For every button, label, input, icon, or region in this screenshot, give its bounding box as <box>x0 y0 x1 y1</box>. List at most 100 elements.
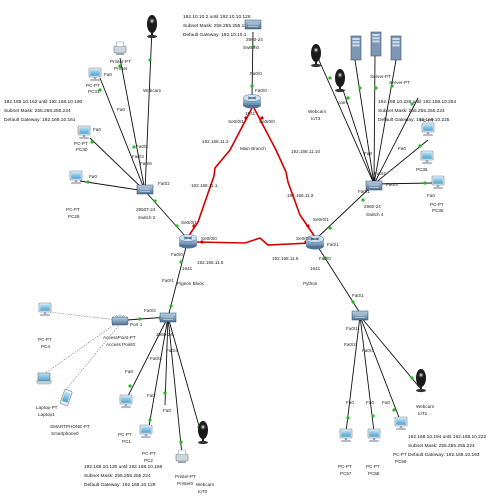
wan-ip-label: 192.168.11.6 <box>272 256 299 261</box>
device-label: PC57 <box>340 471 352 476</box>
server-c[interactable] <box>390 35 402 61</box>
port-label: Fa0 <box>104 72 112 77</box>
port-label: Fa0/6 <box>140 161 152 166</box>
pc58[interactable] <box>367 428 381 443</box>
wan-ip-label: 192.168.11.1 <box>191 183 218 188</box>
port-label: Fa0 <box>147 393 155 398</box>
device-model: Webcam <box>196 482 214 487</box>
webcam-iot1[interactable] <box>416 369 426 393</box>
pc29[interactable] <box>69 170 83 185</box>
device-label: Smartphone0 <box>51 431 79 436</box>
printer0[interactable] <box>175 449 189 464</box>
device-label: PC59 <box>395 459 407 464</box>
wan-ip-label: 192.168.11.9 <box>287 193 314 198</box>
pc30[interactable] <box>77 125 91 140</box>
pc4[interactable] <box>38 302 52 317</box>
pc2[interactable] <box>139 424 153 439</box>
pc31[interactable] <box>88 67 102 82</box>
port-label: Fa0/2 <box>144 308 156 313</box>
router-python[interactable] <box>305 235 325 250</box>
svg-text:Subnet Mask: 255.255.255.224: Subnet Mask: 255.255.255.224 <box>84 473 151 479</box>
svg-text:Subnet Mask: 255.255.255.128: Subnet Mask: 255.255.255.128 <box>183 23 250 29</box>
webcam-iot0[interactable] <box>198 421 208 445</box>
device-model: PC-PT <box>393 452 407 457</box>
smartphone[interactable] <box>59 389 73 406</box>
port-label: Fa0/0 <box>319 256 331 261</box>
switch-bottom-model: 2950-24 <box>156 332 173 337</box>
port-label: Fa0 <box>117 107 125 112</box>
device-label: Server-PT <box>389 80 410 85</box>
port-label: Fa0/0 <box>171 252 183 257</box>
switch2-model: 2950T-24 <box>136 207 156 212</box>
device-model: PC-PT <box>118 432 132 437</box>
device-model: PC-PT <box>430 202 444 207</box>
server-a[interactable] <box>350 35 362 61</box>
device-model: AccessPoint-PT <box>103 335 136 340</box>
device-model: PC-PT <box>366 464 380 469</box>
pc35[interactable] <box>431 175 445 190</box>
wan-ip-label: 192.168.11.2 <box>202 139 229 144</box>
switch-bottom-left[interactable] <box>159 312 177 323</box>
switch0-model: 2960-24 <box>246 37 263 42</box>
device-model: Laptop-PT <box>36 405 58 410</box>
port-label: Fa0/0 <box>250 71 262 76</box>
svg-text:192.168.10.162 until 192.168.1: 192.168.10.162 until 192.168.10.190 <box>4 99 82 105</box>
port-label: Fa0/1 <box>162 278 174 283</box>
port-label: Fa0 <box>125 369 133 374</box>
port-label: Se0/0/0 <box>296 236 312 241</box>
device-label: PC30 <box>76 147 88 152</box>
device-label: Printer <box>114 66 128 71</box>
port-label: Se0/0/1 <box>313 217 329 222</box>
port-label: Fa0/4 <box>362 348 374 353</box>
info-box-main-branch: 192.10.10.2 until 192.10.10.126 Subnet M… <box>183 14 251 38</box>
svg-text:192.10.10.2 until 192.10.10.12: 192.10.10.2 until 192.10.10.126 <box>183 14 251 20</box>
port-label: Fa0/1 <box>358 189 370 194</box>
router-main-branch[interactable] <box>242 94 262 109</box>
router-pigeon-model: 1941 <box>182 266 193 271</box>
device-label: Printer0 <box>177 481 194 486</box>
wan-links <box>187 107 316 246</box>
pc59[interactable] <box>394 416 408 431</box>
port-label: Fa0/0 <box>255 88 267 93</box>
access-point[interactable] <box>111 314 129 326</box>
device-label: Laptop1 <box>38 412 55 417</box>
server-b[interactable] <box>370 31 382 57</box>
port-label: Fa0 <box>427 193 435 198</box>
router-pigeon-block[interactable] <box>178 234 198 249</box>
device-label: Server-PT <box>370 74 391 79</box>
device-label: PC31 <box>88 89 100 94</box>
device-label: PC4 <box>41 344 50 349</box>
pc-right1[interactable] <box>421 122 435 137</box>
switch0[interactable] <box>244 19 262 30</box>
pc57[interactable] <box>339 428 353 443</box>
switch0-label: Switch0 <box>243 45 260 50</box>
wan-ip-label: 192.168.11.10 <box>291 149 320 154</box>
port-label: Fa0 <box>93 127 101 132</box>
device-model: PC-PT <box>66 207 80 212</box>
svg-text:Default Gateway: 192.168.10.16: Default Gateway: 192.168.10.161 <box>4 117 76 123</box>
laptop1[interactable] <box>35 372 53 385</box>
device-model: PC-PT <box>38 337 52 342</box>
switch-bottom-right[interactable] <box>351 310 369 321</box>
port-label: Fa0/3 <box>150 356 162 361</box>
device-label: PC-PT <box>420 118 434 123</box>
port-label: Fa0/2 <box>158 181 170 186</box>
device-model: PC-PT <box>86 83 100 88</box>
svg-text:Subnet Mask: 255.255.255.224: Subnet Mask: 255.255.255.224 <box>4 108 71 114</box>
switch-2[interactable] <box>136 184 154 195</box>
switch-4[interactable] <box>365 180 383 191</box>
port-label: Fa0 <box>366 400 374 405</box>
device-label: PC1 <box>122 439 131 444</box>
router-main-branch-model: 1941 <box>245 111 256 116</box>
webcam-top[interactable] <box>147 15 157 39</box>
pc1[interactable] <box>119 394 133 409</box>
switch4-label: Switch 4 <box>366 212 384 217</box>
webcam-cam[interactable] <box>335 69 345 93</box>
device-label: Access Point0 <box>106 342 136 347</box>
pc36[interactable] <box>420 150 434 165</box>
device-label: IoT0 <box>198 489 208 494</box>
webcam-iot3[interactable] <box>311 44 321 68</box>
port-label: Fa0 <box>398 146 406 151</box>
printer-top[interactable] <box>113 41 127 56</box>
port-label: Se0/0/0 <box>259 119 275 124</box>
